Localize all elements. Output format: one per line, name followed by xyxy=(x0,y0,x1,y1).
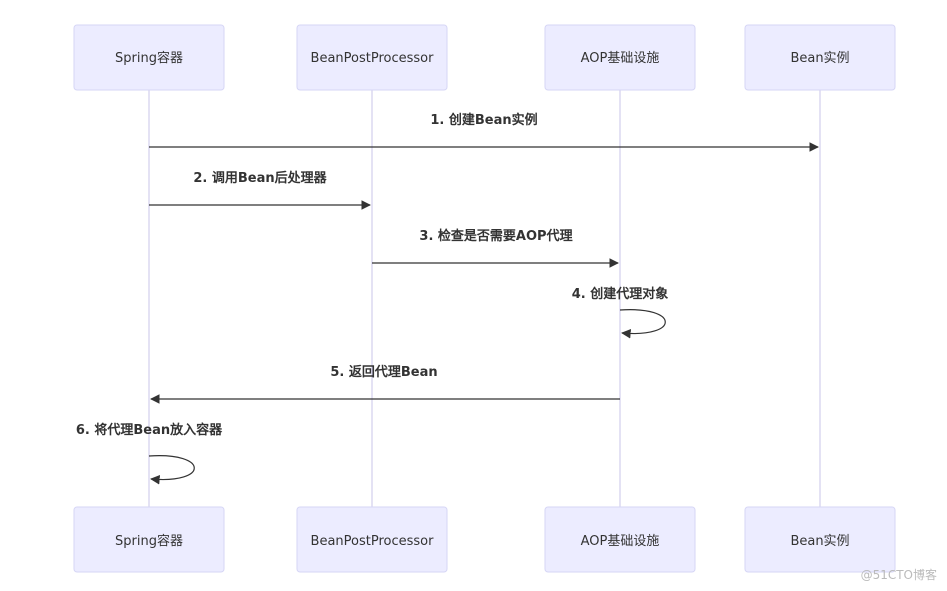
actor-label: Bean实例 xyxy=(790,534,849,549)
watermark: @51CTO博客 xyxy=(860,568,937,582)
message-arrow-6 xyxy=(148,455,195,485)
message-label-4: 4. 创建代理对象 xyxy=(572,286,669,302)
actor-bottom-bean-instance: Bean实例 xyxy=(744,506,896,573)
message-label-5: 5. 返回代理Bean xyxy=(330,364,437,380)
actor-label: AOP基础设施 xyxy=(581,51,660,66)
message-label-1: 1. 创建Bean实例 xyxy=(430,112,537,128)
message-label-3: 3. 检查是否需要AOP代理 xyxy=(419,228,572,244)
actor-bottom-aop: AOP基础设施 xyxy=(544,506,696,573)
actor-top-bean-instance: Bean实例 xyxy=(744,24,896,91)
actor-label: Spring容器 xyxy=(115,533,183,549)
actor-label: Bean实例 xyxy=(790,51,849,66)
actor-bottom-spring: Spring容器 xyxy=(73,506,225,573)
actor-bottom-bean-post-processor: BeanPostProcessor xyxy=(296,506,448,573)
actor-label: BeanPostProcessor xyxy=(311,534,435,549)
actor-label: Spring容器 xyxy=(115,50,183,66)
actor-top-bean-post-processor: BeanPostProcessor xyxy=(296,24,448,91)
actor-top-aop: AOP基础设施 xyxy=(544,24,696,91)
actor-top-spring: Spring容器 xyxy=(73,24,225,91)
message-label-2: 2. 调用Bean后处理器 xyxy=(193,170,327,186)
message-label-6: 6. 将代理Bean放入容器 xyxy=(76,422,223,438)
message-arrow-4 xyxy=(619,309,666,339)
actor-label: BeanPostProcessor xyxy=(311,51,435,66)
actor-label: AOP基础设施 xyxy=(581,534,660,549)
